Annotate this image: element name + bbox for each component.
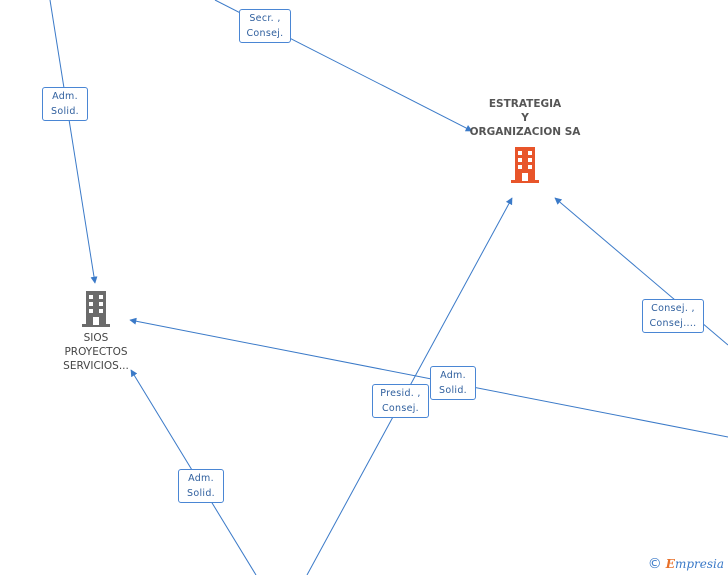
edge-label-line: Consej.... <box>649 318 697 329</box>
brand-rest: mpresia <box>674 557 724 571</box>
building-icon <box>82 291 110 327</box>
edge-label-line: Secr. , <box>249 13 281 24</box>
edge-label-line: Solid. <box>439 385 467 396</box>
edge-label-adm-solid-top[interactable]: Adm. Solid. <box>42 87 88 121</box>
edge-label-line: Adm. <box>52 91 78 102</box>
node-name-line: SERVICIOS... <box>63 360 129 372</box>
node-name-line: SIOS <box>83 332 109 344</box>
edge-label-adm-solid-bottom[interactable]: Adm. Solid. <box>178 469 224 503</box>
edge-label-line: Consej. <box>381 403 420 414</box>
node-name-line: ESTRATEGIA <box>488 98 562 110</box>
node-estrategia-y-organizacion[interactable]: ESTRATEGIA Y ORGANIZACION SA <box>455 97 595 183</box>
node-name-line: Y <box>521 112 529 124</box>
edge-label-line: Consej. , <box>651 303 695 314</box>
edge-label-presid-consej[interactable]: Presid. , Consej. <box>372 384 429 418</box>
edge-adm-solid-mid <box>129 317 728 438</box>
copyright-icon: © <box>647 556 662 572</box>
brand-initial: E <box>665 557 675 571</box>
node-name-line: ORGANIZACION SA <box>469 126 581 138</box>
edge-label-line: Adm. <box>188 473 214 484</box>
edge-label-line: Consej. <box>246 28 284 39</box>
edge-label-line: Adm. <box>440 370 466 381</box>
edge-label-line: Solid. <box>187 488 215 499</box>
empresia-watermark: ©Empresia <box>648 556 724 572</box>
edge-label-adm-solid-mid[interactable]: Adm. Solid. <box>430 366 476 400</box>
building-icon <box>511 147 539 183</box>
node-sios-proyectos-servicios[interactable]: SIOS PROYECTOS SERVICIOS... <box>46 291 146 373</box>
edge-label-line: Solid. <box>51 106 79 117</box>
edge-adm-solid-top <box>49 0 98 284</box>
node-name-line: PROYECTOS <box>64 346 128 358</box>
edge-label-secr-consej[interactable]: Secr. , Consej. <box>239 9 291 43</box>
edge-label-line: Presid. , <box>380 388 421 399</box>
edge-label-consej-consej[interactable]: Consej. , Consej.... <box>642 299 704 333</box>
